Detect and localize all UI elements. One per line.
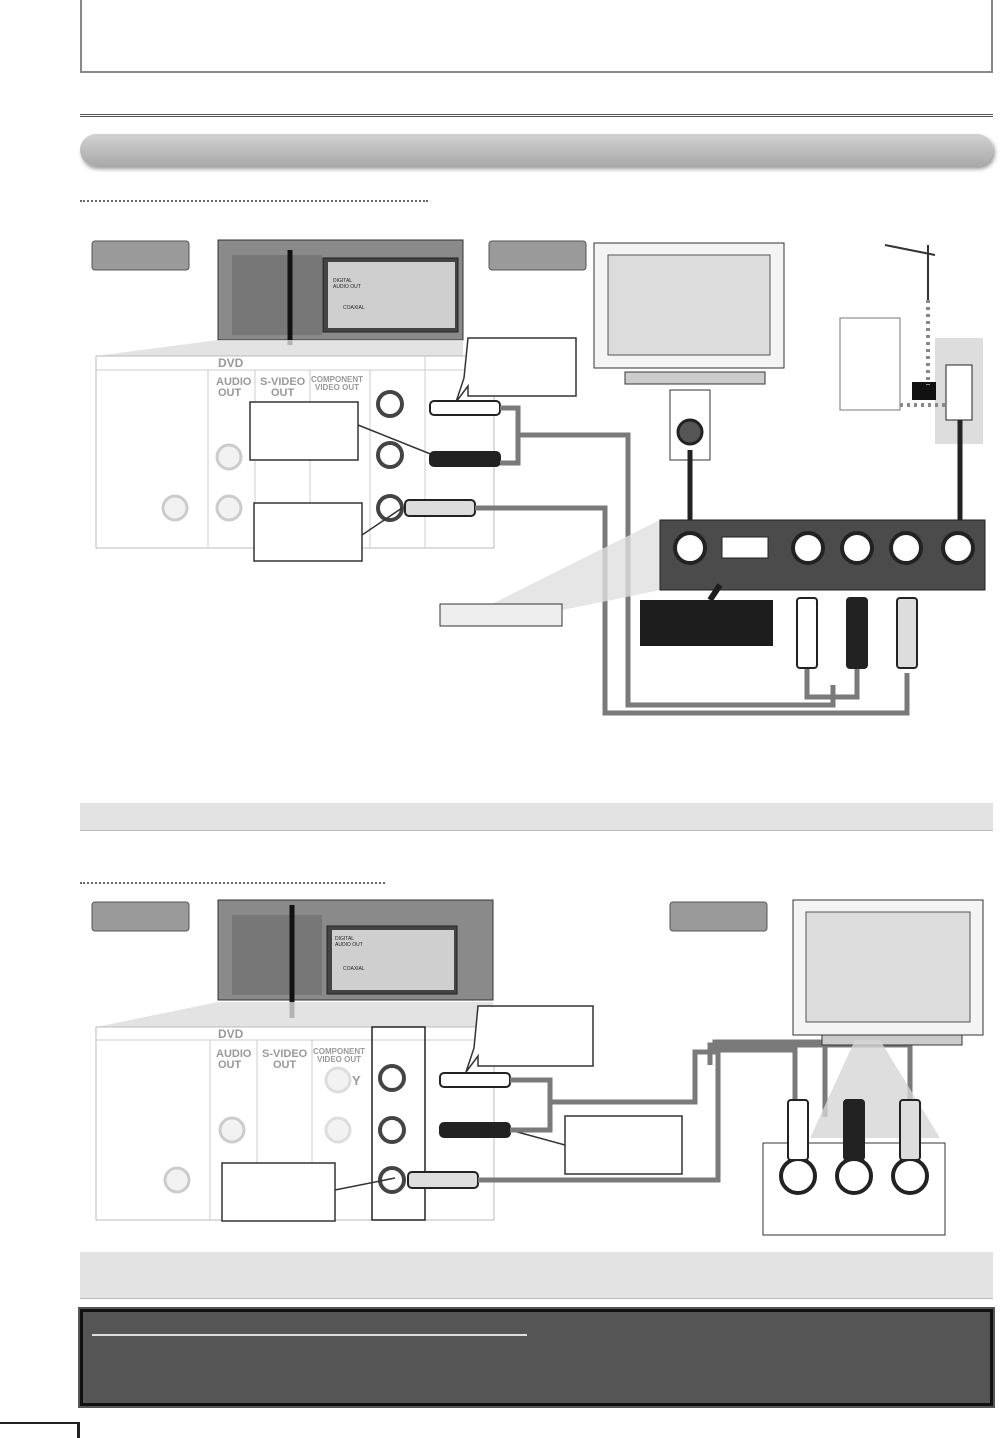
note-box <box>78 1307 995 1408</box>
section-rule <box>80 114 993 117</box>
device-tag-2 <box>488 240 587 271</box>
section-title-bar <box>80 134 993 166</box>
svg-text:COMPONENT: COMPONENT <box>313 1047 365 1056</box>
svg-text:OUT: OUT <box>273 1059 297 1071</box>
dvd-unit-rear-2: DIGITAL AUDIO OUT COAXIAL <box>217 899 494 1018</box>
callout-5 <box>509 1115 683 1175</box>
svg-text:S-VIDEO: S-VIDEO <box>260 376 306 388</box>
antenna-and-building <box>839 244 983 520</box>
header-box <box>80 0 993 73</box>
svg-text:DVD: DVD <box>218 356 244 370</box>
tv-rear-2 <box>762 899 984 1236</box>
dvd-unit-rear: DIGITAL AUDIO OUT COAXIAL <box>217 239 464 345</box>
svg-text:AUDIO: AUDIO <box>216 376 252 388</box>
svg-text:AUDIO OUT: AUDIO OUT <box>335 942 363 948</box>
device-tag-3 <box>91 901 190 932</box>
callout-6 <box>221 1162 396 1222</box>
rca-plugs-dvd-2 <box>407 1072 511 1189</box>
callout-4 <box>465 1005 594 1073</box>
subsection-rule-1 <box>80 200 428 202</box>
svg-text:DVD: DVD <box>218 1027 244 1041</box>
device-tag-1 <box>91 240 190 271</box>
tv-rear-1 <box>593 242 785 520</box>
subsection-rule-2 <box>80 882 385 884</box>
svg-text:COMPONENT: COMPONENT <box>311 375 363 384</box>
device-tag-4 <box>669 901 768 932</box>
note-heading-rule <box>92 1334 527 1336</box>
svg-text:AUDIO: AUDIO <box>216 1048 252 1060</box>
svg-text:DIGITAL: DIGITAL <box>333 278 352 284</box>
svg-text:Y: Y <box>352 1073 361 1088</box>
svg-text:OUT: OUT <box>218 1059 242 1071</box>
svg-text:COAXIAL: COAXIAL <box>343 966 365 972</box>
cable-box-panel <box>439 519 986 669</box>
svg-text:OUT: OUT <box>218 387 242 399</box>
grey-info-band-1 <box>80 803 993 831</box>
svg-text:OUT: OUT <box>271 387 295 399</box>
page-number-tab <box>0 1422 80 1438</box>
svg-text:VIDEO OUT: VIDEO OUT <box>315 383 359 392</box>
callout-3 <box>253 502 403 562</box>
callout-2 <box>249 401 434 461</box>
svg-text:S-VIDEO: S-VIDEO <box>262 1048 308 1060</box>
connection-diagram-2: DIGITAL AUDIO OUT COAXIAL DVD AUDIO OUT … <box>91 899 984 1236</box>
svg-text:DIGITAL: DIGITAL <box>335 936 354 942</box>
svg-text:AUDIO OUT: AUDIO OUT <box>333 284 361 290</box>
svg-text:VIDEO OUT: VIDEO OUT <box>317 1055 361 1064</box>
svg-text:COAXIAL: COAXIAL <box>343 305 365 311</box>
callout-1 <box>455 337 577 403</box>
grey-info-band-2 <box>80 1252 993 1299</box>
connection-diagram-1: DIGITAL AUDIO OUT COAXIAL DVD AUDIO OUT … <box>91 239 986 716</box>
